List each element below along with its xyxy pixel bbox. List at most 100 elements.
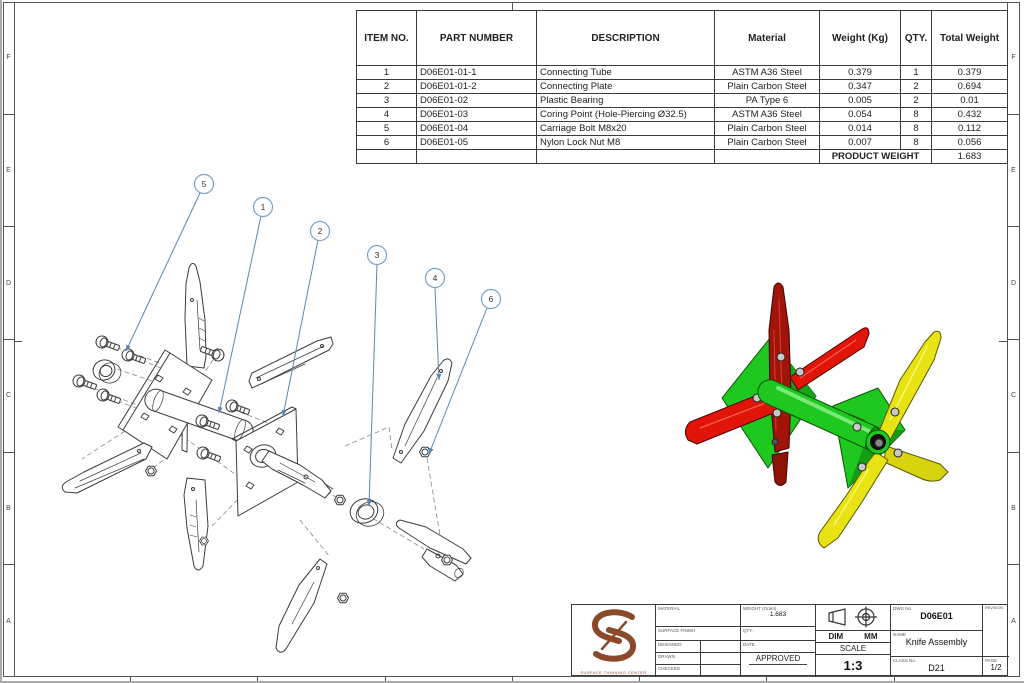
bom-row-4: 4 D06E01-03 Coring Point (Hole-Piercing …	[356, 107, 1008, 122]
bom-row-2: 2 D06E01-01-2 Connecting Plate Plain Car…	[356, 79, 1008, 94]
designed-label: DESIGNED	[658, 642, 682, 647]
cell: ASTM A36 Steel	[714, 65, 820, 80]
coring-point-blade-right	[392, 358, 453, 464]
svg-text:6: 6	[489, 294, 494, 304]
zone-label-a-right: A	[1011, 617, 1016, 625]
class-no-label: CLASS No.	[893, 658, 917, 663]
coring-point-blade-bottom	[183, 477, 209, 571]
cell: 2	[356, 79, 417, 94]
balloon-leaders	[125, 192, 488, 507]
cell: D06E01-04	[416, 121, 537, 136]
cell: 0.054	[819, 107, 901, 122]
bom-header-material: Material	[714, 10, 820, 66]
class-no-cell: CLASS No. D21	[891, 657, 983, 677]
balloon-3: 3	[366, 244, 388, 266]
bom-header-part: PART NUMBER	[416, 10, 537, 66]
weight-value: 1.683	[769, 611, 787, 618]
balloon-5: 5	[193, 173, 215, 195]
product-weight-value: 1.683	[931, 149, 1008, 164]
checked-label: CHECKED	[658, 666, 681, 671]
center-tick-right	[999, 341, 1007, 342]
cell: Carriage Bolt M8x20	[536, 121, 715, 136]
zone-label-a-left: A	[6, 617, 11, 625]
bom-row-1: 1 D06E01-01-1 Connecting Tube ASTM A36 S…	[356, 65, 1008, 80]
balloon-1: 1	[252, 196, 274, 218]
cell: 4	[356, 107, 417, 122]
bom-table: ITEM NO. PART NUMBER DESCRIPTION Materia…	[356, 10, 1008, 164]
bom-footer-row: PRODUCT WEIGHT 1.683	[356, 149, 1008, 164]
qty-cell: QTY.	[741, 627, 816, 641]
cell: 2	[900, 79, 932, 94]
material-cell: MATERIAL	[656, 605, 741, 627]
scale-label-cell: SCALE	[816, 643, 891, 655]
cell: 0.112	[931, 121, 1008, 136]
column-tick	[130, 677, 131, 681]
cell: D06E01-03	[416, 107, 537, 122]
surface-finish-cell: SURFACE FINISH	[656, 627, 741, 641]
scale-value: 1:3	[843, 658, 863, 673]
cell: Plain Carbon Steel	[714, 121, 820, 136]
cell: 0.347	[819, 79, 901, 94]
cell	[536, 149, 715, 164]
class-no-value: D21	[928, 663, 945, 673]
drawn-value-cell	[701, 653, 741, 665]
bom-header-row: ITEM NO. PART NUMBER DESCRIPTION Materia…	[356, 10, 1008, 66]
column-tick	[512, 677, 513, 681]
weight-cell: WEIGHT (Gram) 1.683	[741, 605, 816, 627]
third-angle-projection-icon	[828, 606, 877, 628]
cell: D06E01-01-1	[416, 65, 537, 80]
company-logo-cell: SURFACE THINNING CENTER	[572, 605, 656, 677]
zone-label-d-left: D	[3, 227, 14, 341]
cell: ASTM A36 Steel	[714, 107, 820, 122]
zone-label-b-right: B	[1008, 453, 1019, 566]
assembled-3d-view	[684, 282, 949, 549]
bom-row-5: 5 D06E01-04 Carriage Bolt M8x20 Plain Ca…	[356, 121, 1008, 136]
cell: PA Type 6	[714, 93, 820, 108]
coring-point-blade-bottom-center	[275, 558, 328, 653]
dwg-no-value: D06E01	[920, 611, 953, 621]
surface-finish-label: SURFACE FINISH	[658, 628, 696, 633]
zone-label-c-right: C	[1008, 340, 1019, 453]
approved-cell: APPROVED	[741, 653, 816, 677]
cell: Plastic Bearing	[536, 93, 715, 108]
svg-text:2: 2	[318, 226, 323, 236]
cell: Connecting Plate	[536, 79, 715, 94]
name-label: NAME	[893, 632, 907, 637]
exploded-view-drawing: 5 1 2 3 4 6	[61, 173, 502, 653]
cell: 0.379	[931, 65, 1008, 80]
name-cell: NAME Knife Assembly	[891, 631, 983, 657]
cell: 2	[900, 93, 932, 108]
drawn-label: DRAWN	[658, 654, 675, 659]
dim-unit-cell: DIM MM	[816, 631, 891, 643]
page-label: PAGE	[985, 658, 998, 663]
coring-point-blade-left	[61, 442, 153, 494]
cell: 0.056	[931, 135, 1008, 150]
balloon-2: 2	[309, 220, 331, 242]
cell: 1	[900, 65, 932, 80]
cell: Plain Carbon Steel	[714, 135, 820, 150]
cell: D06E01-01-2	[416, 79, 537, 94]
bom-row-6: 6 D06E01-05 Nylon Lock Nut M8 Plain Carb…	[356, 135, 1008, 150]
cell: 0.014	[819, 121, 901, 136]
cell: 0.005	[819, 93, 901, 108]
cell: 0.007	[819, 135, 901, 150]
page-value: 1/2	[990, 663, 1002, 672]
cell: 0.379	[819, 65, 901, 80]
svg-text:5: 5	[202, 179, 207, 189]
title-block: SURFACE THINNING CENTER MATERIAL SURFACE…	[571, 604, 1009, 677]
bom-header-qty: QTY.	[900, 10, 932, 66]
plastic-bearing-left	[92, 359, 122, 384]
coring-point-blade-upper-right	[248, 336, 334, 389]
yellow-blade-lower-left	[817, 451, 889, 549]
projection-symbol-cell	[816, 605, 891, 631]
zone-label-e-right: E	[1008, 115, 1019, 228]
bom-row-3: 3 D06E01-02 Plastic Bearing PA Type 6 0.…	[356, 93, 1008, 108]
bom-header-weight: Weight (Kg)	[819, 10, 901, 66]
zone-column-right: F E D C B A	[1007, 2, 1019, 677]
scale-label: SCALE	[839, 644, 867, 653]
red-rotor-bolts	[752, 352, 805, 418]
weight-label: WEIGHT (Gram)	[743, 606, 777, 611]
column-tick	[639, 677, 640, 681]
svg-text:1: 1	[261, 202, 266, 212]
